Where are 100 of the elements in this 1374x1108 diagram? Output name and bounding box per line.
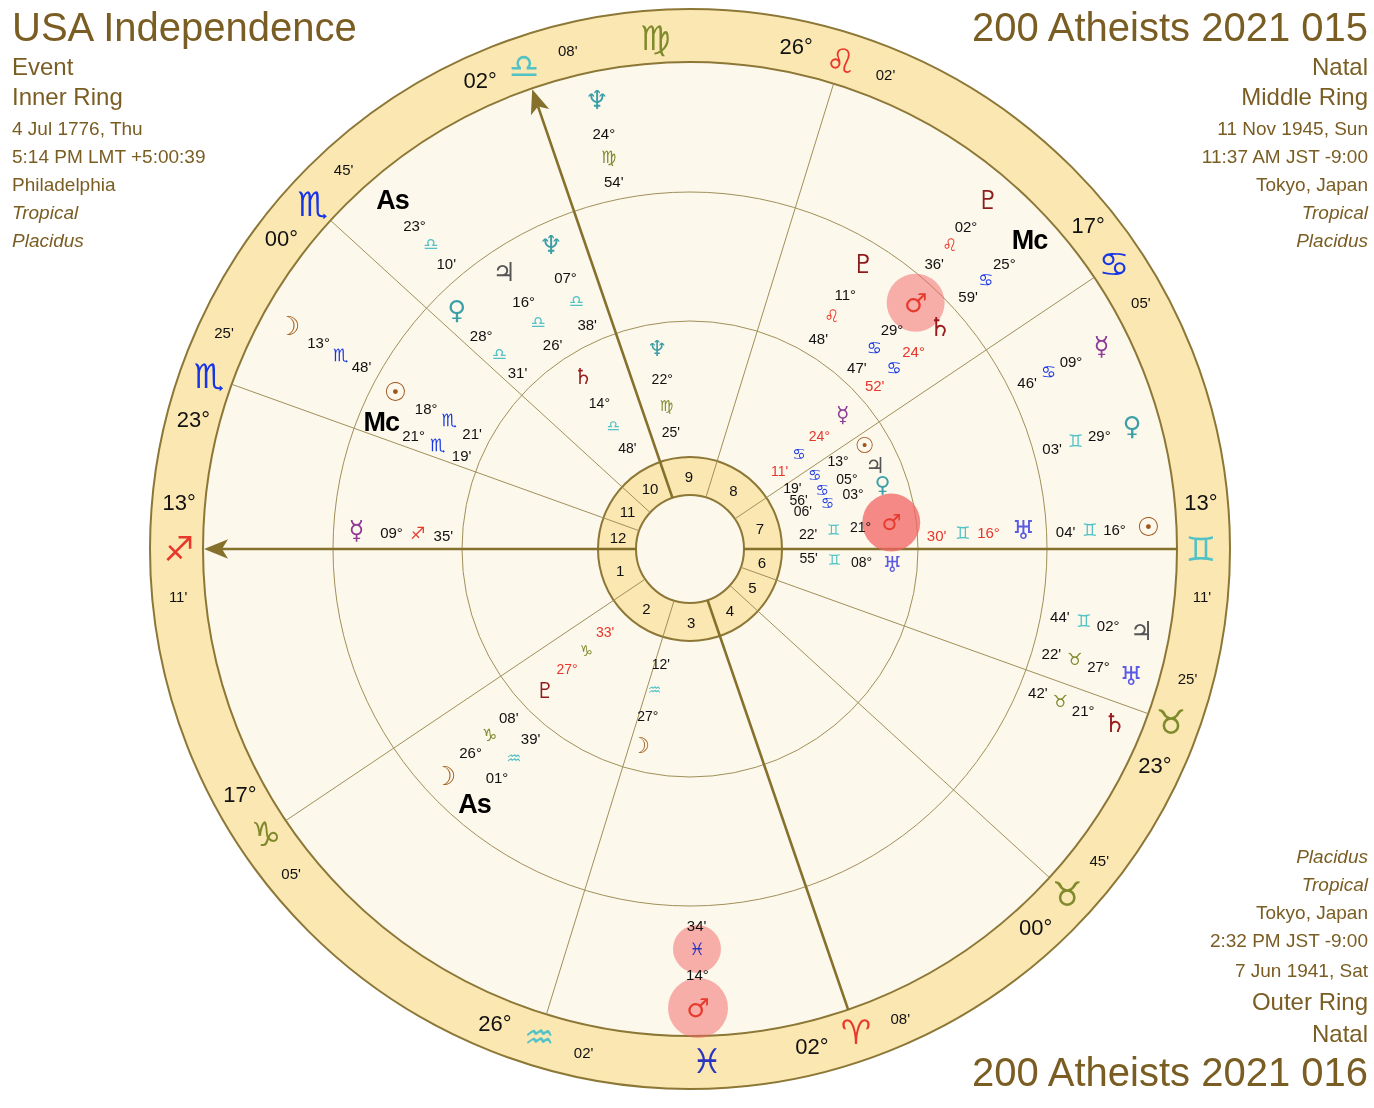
minute-label: 39': [520, 730, 541, 746]
zodiac-sign-symbol: ♉: [1155, 704, 1187, 739]
degree-label: 29°: [880, 321, 904, 337]
date-label: 4 Jul 1776, Thu: [12, 118, 143, 138]
zodiac-sign-symbol: ♋: [866, 339, 882, 357]
zodiac-sign-symbol: ♊: [1185, 532, 1217, 566]
zodiac-sign-symbol: ♐: [409, 524, 426, 542]
zodiac-sign-symbol: ♋: [815, 482, 829, 498]
zodiac-sign-symbol: ♊: [1067, 432, 1083, 450]
planet-symbol: ♆: [539, 232, 563, 259]
zodiac-sign-symbol: ♏: [332, 346, 349, 363]
minute-label: 21': [462, 425, 482, 441]
cusp-minute-label: 25': [1177, 670, 1198, 686]
chart-title: USA Independence: [12, 7, 357, 47]
degree-label: 02°: [1096, 617, 1120, 633]
cusp-degree-label: 26°: [779, 36, 813, 59]
degree-label: 23°: [403, 217, 426, 233]
planet-symbol: ♃: [1129, 618, 1154, 645]
planet-symbol: ♄: [573, 365, 593, 388]
degree-label: 07°: [554, 269, 577, 285]
zodiac-sign-symbol: ♏: [429, 436, 446, 454]
degree-label: 27°: [556, 662, 578, 677]
cusp-degree-label: 26°: [478, 1012, 512, 1035]
minute-label: 30': [926, 527, 947, 543]
cusp-minute-label: 11': [1192, 588, 1212, 604]
cusp-minute-label: 02': [573, 1044, 594, 1060]
angle-label: As: [376, 186, 409, 213]
zodiac-sign-symbol: ♓: [689, 940, 705, 958]
place-label: Tokyo, Japan: [1256, 174, 1368, 194]
zodiac-sign-symbol: ♎: [508, 48, 540, 83]
zodiac-sign-symbol: ♏: [441, 411, 457, 429]
planet-symbol: ♀: [447, 297, 467, 323]
house-number: 5: [748, 579, 757, 595]
zodiac-sign-symbol: ♊: [827, 522, 841, 538]
cusp-minute-label: 08': [558, 42, 578, 58]
date-label: 7 Jun 1941, Sat: [1234, 960, 1368, 980]
degree-label: 21°: [849, 519, 872, 534]
planet-symbol: ☿: [835, 404, 850, 427]
zodiac-sign-symbol: ♐: [163, 532, 195, 566]
minute-label: 42': [1028, 684, 1048, 700]
minute-label: 46': [1017, 374, 1037, 390]
planet-symbol: ♂: [881, 511, 902, 534]
cusp-minute-label: 08': [890, 1010, 911, 1026]
zodiac-sign-symbol: ♋: [1098, 247, 1130, 281]
minute-label: 11': [770, 463, 789, 478]
degree-label: 25°: [992, 255, 1016, 271]
planet-symbol: ☿: [1093, 332, 1110, 359]
zodiac-sign-symbol: ♊: [1075, 612, 1092, 629]
zodiac-sign-symbol: ♊: [827, 552, 842, 568]
planet-symbol: ☽: [277, 312, 301, 339]
angle-label: Mc: [1011, 226, 1048, 254]
degree-label: 24°: [902, 343, 925, 358]
zodiac-sign-symbol: ♑: [579, 643, 594, 658]
zodiac-sign-symbol: ♎: [606, 418, 621, 434]
minute-label: 31': [507, 364, 528, 380]
degree-label: 21°: [402, 427, 425, 443]
degree-label: 09°: [1059, 353, 1083, 369]
zodiac-sign-symbol: ♋: [1040, 363, 1057, 381]
degree-label: 28°: [469, 327, 493, 343]
planet-symbol: ♀: [1122, 412, 1142, 439]
zodiac-sign-symbol: ♎: [530, 313, 546, 331]
house-number: 2: [642, 600, 651, 616]
chart-title: 200 Atheists 2021 015: [972, 7, 1368, 47]
degree-label: 05°: [836, 471, 858, 486]
minute-label: 44': [1050, 608, 1070, 624]
degree-label: 02°: [954, 218, 978, 234]
degree-label: 09°: [380, 524, 403, 540]
minute-label: 03': [1042, 440, 1062, 456]
place-label: Philadelphia: [12, 174, 116, 194]
zodiac-sign-symbol: ♋: [808, 467, 822, 483]
planet-symbol: ☿: [348, 516, 365, 543]
planet-symbol: ♃: [492, 258, 516, 285]
zodiac-sign-symbol: ♎: [568, 292, 584, 310]
degree-label: 24°: [808, 428, 830, 443]
planet-symbol: ☽: [630, 734, 651, 757]
degree-label: 27°: [1087, 658, 1110, 674]
house-number: 7: [755, 520, 764, 536]
angle-label: As: [458, 790, 491, 818]
zodiac-sign-symbol: ♏: [193, 359, 225, 394]
house-system-label: Placidus: [1296, 230, 1368, 250]
degree-label: 14°: [588, 395, 610, 410]
planet-symbol: ♄: [1103, 710, 1127, 737]
degree-label: 16°: [512, 293, 536, 308]
zodiac-sign-symbol: ♒: [506, 749, 522, 766]
minute-label: 22': [1041, 645, 1062, 661]
house-number: 4: [725, 602, 735, 618]
minute-label: 25': [661, 424, 680, 439]
cusp-degree-label: 17°: [1071, 214, 1105, 237]
zodiac-sign-symbol: ♋: [820, 495, 835, 511]
zodiac-sign-symbol: ♉: [1052, 692, 1068, 710]
degree-label: 22°: [651, 372, 673, 387]
date-label: 11 Nov 1945, Sun: [1217, 118, 1368, 138]
house-number: 11: [619, 503, 636, 519]
ring-label: Inner Ring: [12, 85, 123, 109]
planet-symbol: ☉: [1136, 514, 1161, 541]
time-label: 2:32 PM JST -9:00: [1209, 930, 1368, 950]
degree-label: 24°: [592, 125, 616, 141]
chart-type-label: Event: [12, 55, 74, 79]
minute-label: 48': [808, 330, 829, 346]
zodiac-sign-symbol: ♒: [524, 1020, 555, 1055]
